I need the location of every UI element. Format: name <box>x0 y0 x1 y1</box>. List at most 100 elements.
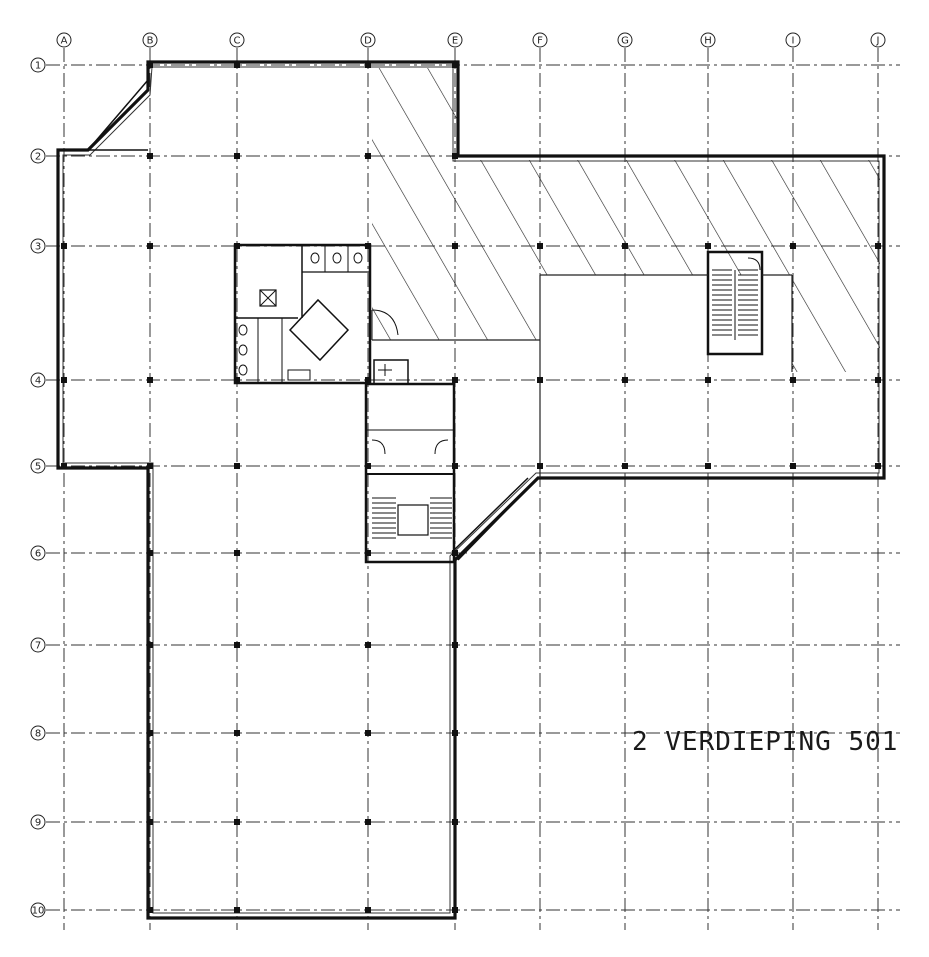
row-marker-10: 10 <box>30 902 46 918</box>
row-marker-10-label: 10 <box>32 906 45 917</box>
row-marker-9-label: 9 <box>35 818 41 829</box>
column-marker-j-label: J <box>876 36 880 47</box>
column-marker-b-label: B <box>147 36 154 47</box>
column-post <box>61 377 67 383</box>
column-marker-a: A <box>56 32 72 48</box>
row-marker-3: 3 <box>30 238 46 254</box>
column-post <box>790 243 796 249</box>
column-post <box>147 550 153 556</box>
row-marker-8-label: 8 <box>35 729 41 740</box>
row-marker-2: 2 <box>30 148 46 164</box>
column-post <box>147 243 153 249</box>
row-marker-1-label: 1 <box>35 61 41 72</box>
column-post <box>234 153 240 159</box>
column-post <box>452 819 458 825</box>
column-post <box>234 62 240 68</box>
row-marker-7: 7 <box>30 637 46 653</box>
column-post <box>147 907 153 913</box>
column-post <box>705 377 711 383</box>
column-post <box>147 730 153 736</box>
column-post <box>147 463 153 469</box>
column-post <box>234 550 240 556</box>
column-marker-e-label: E <box>452 36 458 47</box>
column-post <box>365 730 371 736</box>
drawing-title: 2 VERDIEPING 501 <box>632 727 899 757</box>
column-post <box>147 819 153 825</box>
stair-treads <box>372 497 452 539</box>
row-marker-5-label: 5 <box>35 462 41 473</box>
column-post <box>790 377 796 383</box>
column-post <box>622 463 628 469</box>
column-post <box>537 243 543 249</box>
column-post <box>537 463 543 469</box>
column-post <box>365 463 371 469</box>
column-post <box>365 907 371 913</box>
column-marker-i: I <box>785 32 801 48</box>
column-marker-f-label: F <box>537 36 543 47</box>
column-post <box>790 463 796 469</box>
column-marker-a-label: A <box>61 36 68 47</box>
column-post <box>365 62 371 68</box>
column-marker-d-label: D <box>364 36 372 47</box>
column-marker-h: H <box>700 32 716 48</box>
column-post <box>234 819 240 825</box>
corner-bay <box>86 79 149 151</box>
column-post <box>234 463 240 469</box>
column-marker-b: B <box>142 32 158 48</box>
column-post <box>537 377 543 383</box>
row-marker-8: 8 <box>30 725 46 741</box>
structural-columns <box>61 62 881 913</box>
column-post <box>452 62 458 68</box>
column-post <box>452 907 458 913</box>
column-post <box>234 243 240 249</box>
column-post <box>234 730 240 736</box>
column-post <box>147 377 153 383</box>
column-post <box>705 243 711 249</box>
row-marker-4: 4 <box>30 372 46 388</box>
column-post <box>365 377 371 383</box>
column-post <box>147 153 153 159</box>
stair-core <box>364 359 456 564</box>
column-marker-d: D <box>360 32 376 48</box>
interior-lines <box>372 274 793 478</box>
column-post <box>875 377 881 383</box>
column-post <box>452 642 458 648</box>
column-post <box>452 243 458 249</box>
column-post <box>705 463 711 469</box>
row-marker-1: 1 <box>30 57 46 73</box>
column-marker-c-label: C <box>234 36 241 47</box>
column-marker-i-label: I <box>792 36 795 47</box>
column-post <box>875 243 881 249</box>
column-post <box>365 642 371 648</box>
hatched-area <box>372 68 880 372</box>
column-marker-g: G <box>617 32 633 48</box>
column-marker-f: F <box>532 32 548 48</box>
column-marker-e: E <box>447 32 463 48</box>
row-marker-6: 6 <box>30 545 46 561</box>
row-marker-5: 5 <box>30 458 46 474</box>
row-marker-9: 9 <box>30 814 46 830</box>
exterior-wall-inner-line <box>62 66 880 914</box>
row-marker-6-label: 6 <box>35 549 41 560</box>
sanitary-core <box>233 243 399 385</box>
row-marker-7-label: 7 <box>35 641 41 652</box>
diagonal-entrance <box>451 477 539 561</box>
column-post <box>452 377 458 383</box>
column-marker-g-label: G <box>621 36 629 47</box>
column-post <box>61 463 67 469</box>
exterior-walls <box>56 60 886 920</box>
column-markers: A B C D E F G H I J <box>56 32 886 48</box>
column-marker-h-label: H <box>704 36 712 47</box>
column-marker-j: J <box>870 32 886 48</box>
column-post <box>452 153 458 159</box>
column-post <box>234 377 240 383</box>
east-stair <box>706 250 764 356</box>
column-post <box>622 243 628 249</box>
east-stair-treads <box>712 269 758 336</box>
row-marker-3-label: 3 <box>35 242 41 253</box>
column-post <box>61 243 67 249</box>
column-marker-c: C <box>229 32 245 48</box>
column-post <box>452 463 458 469</box>
column-post <box>365 153 371 159</box>
